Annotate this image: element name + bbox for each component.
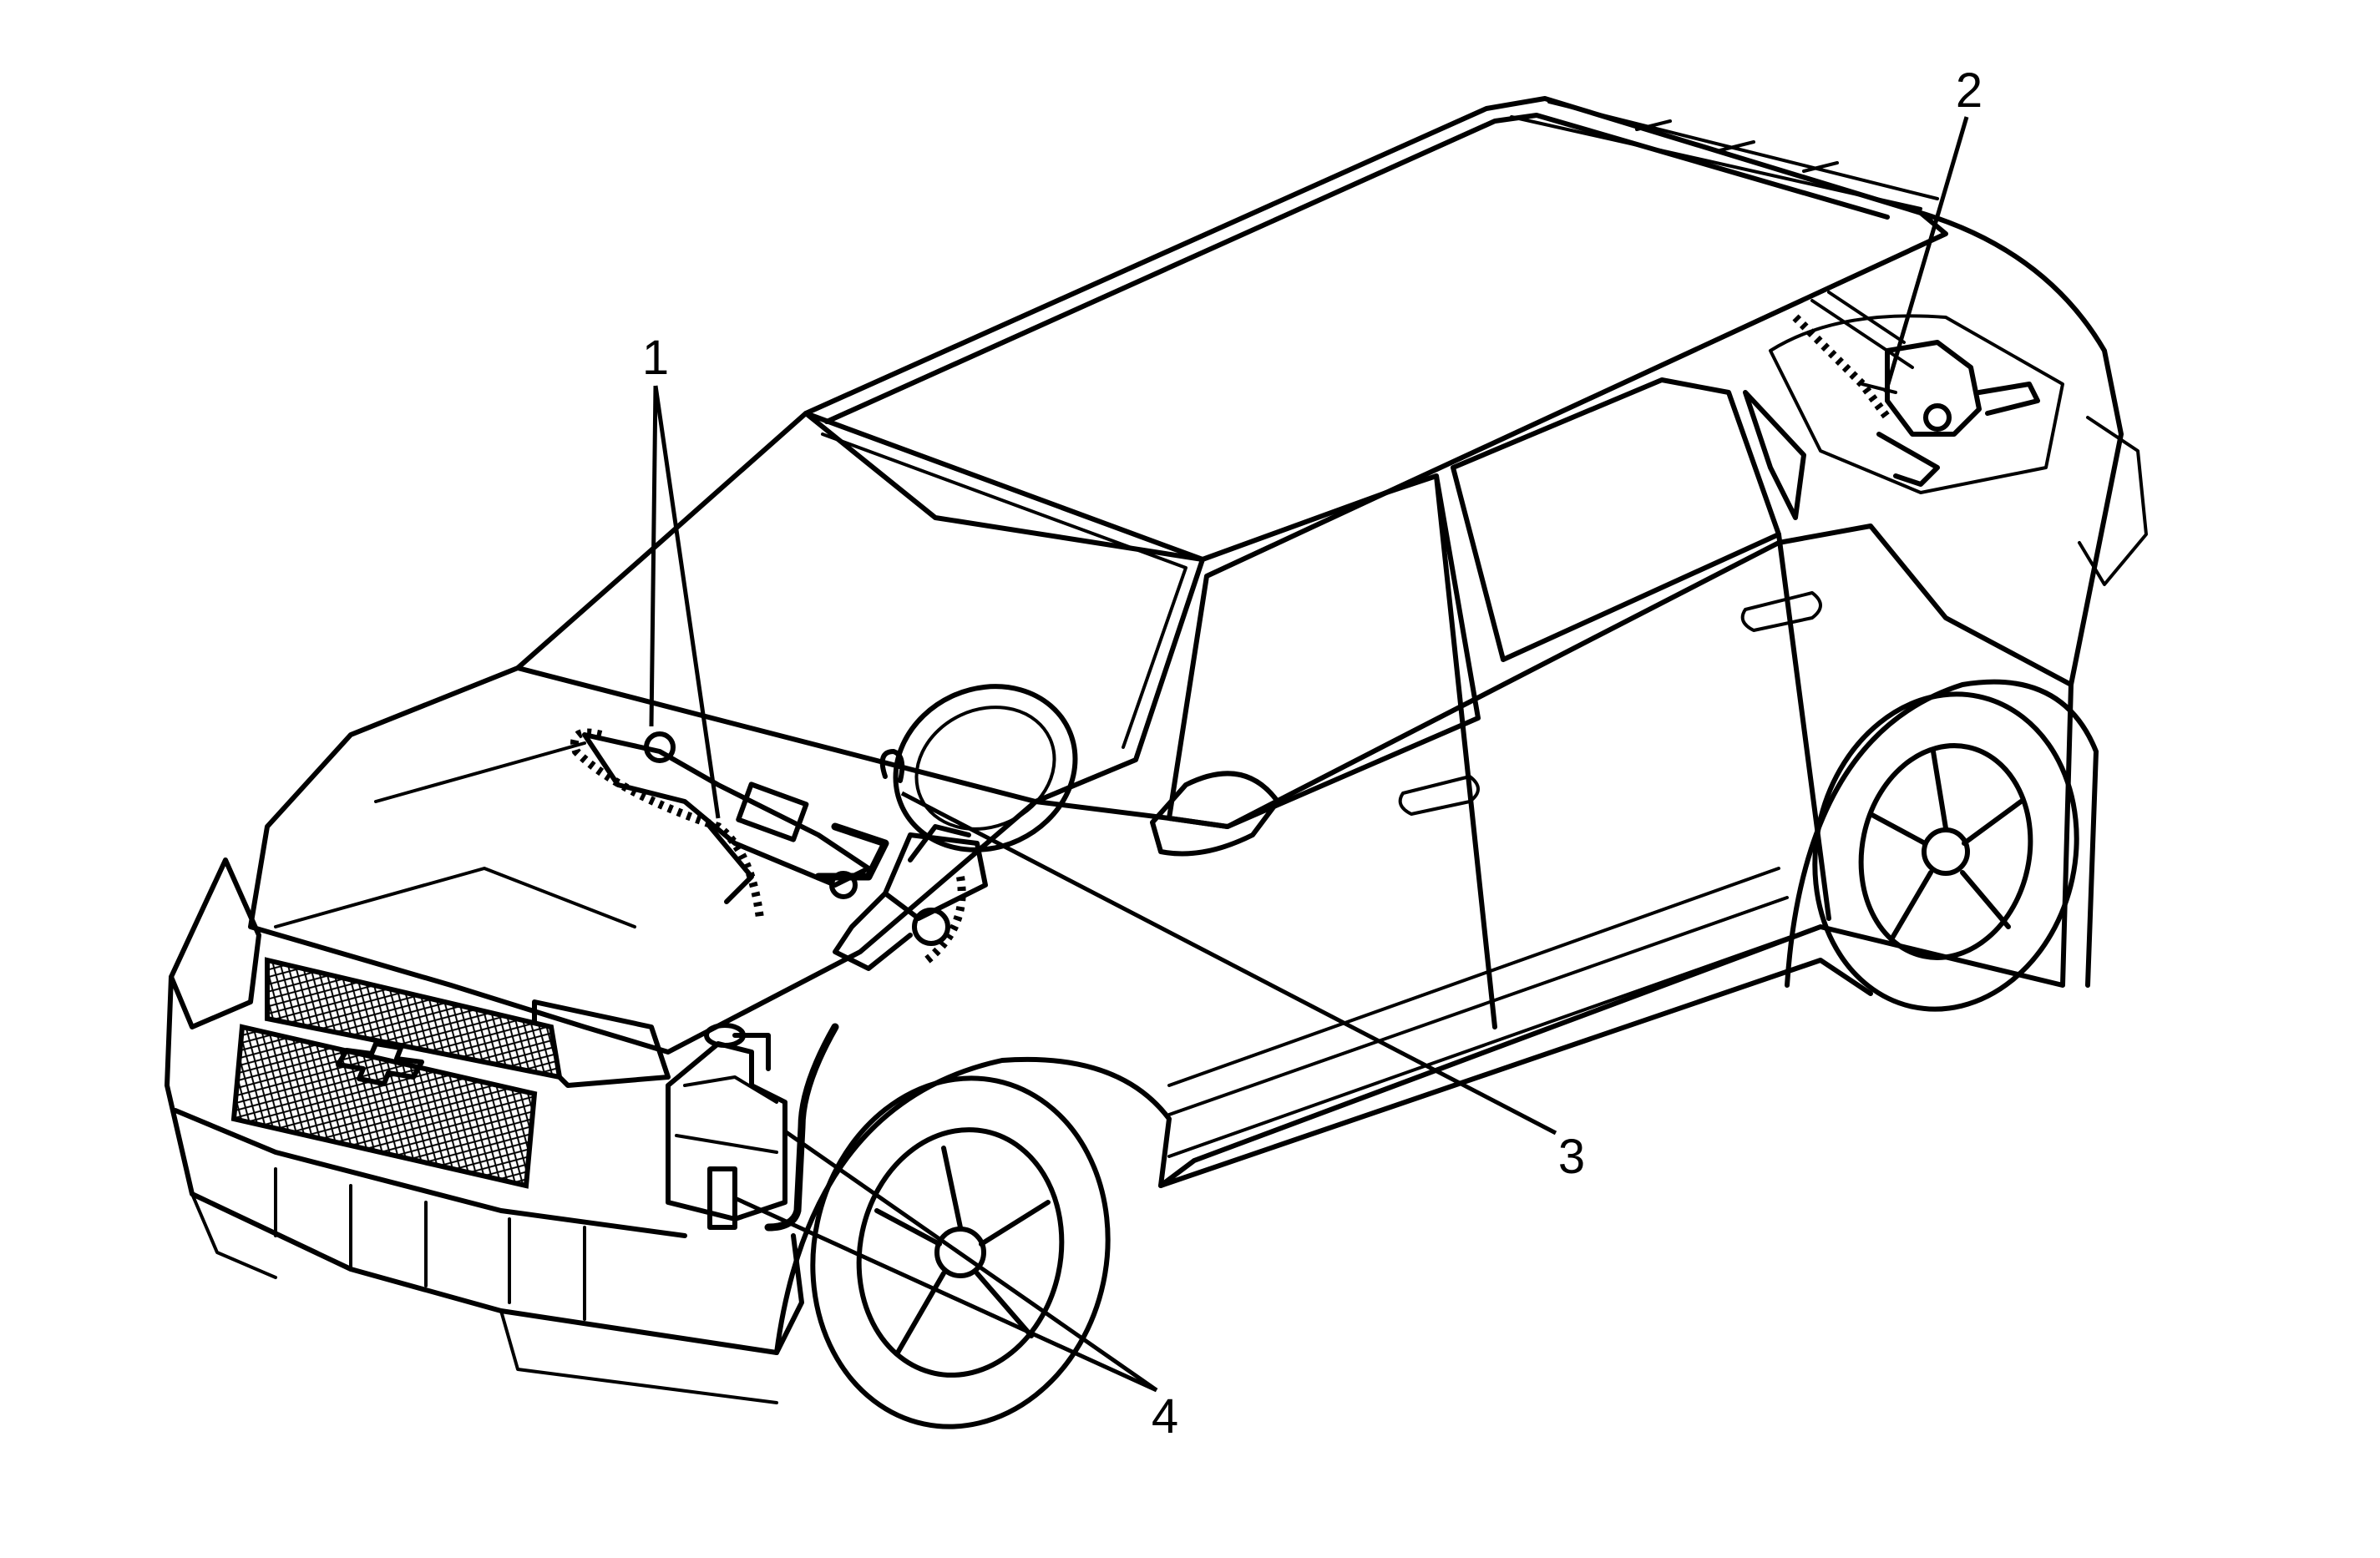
rear-wheel-arch	[1785, 679, 2099, 988]
steering-column	[833, 684, 1078, 971]
callout-4: 4	[1152, 1389, 1178, 1444]
washer-reservoir	[666, 1023, 839, 1232]
front-door-handle	[1398, 775, 1480, 816]
rear-door-window	[1451, 377, 1781, 662]
door-seam-1	[1434, 473, 1497, 1029]
callout-2: 2	[1956, 63, 1982, 118]
windshield-inner	[821, 432, 1187, 749]
leader-1b	[653, 385, 721, 819]
rear-door-handle	[1740, 591, 1822, 632]
tail-lamp	[2078, 416, 2148, 586]
front-fascia	[165, 857, 804, 1404]
wiper-module	[570, 728, 889, 919]
chevrolet-emblem	[336, 1041, 424, 1086]
front-bumper	[165, 974, 804, 1355]
rear-wiper-module	[1792, 291, 2040, 487]
rear-window-outline	[1769, 314, 2064, 494]
roof-outline	[803, 96, 1948, 562]
bumper-lower-line	[173, 1108, 687, 1238]
rear-hatch	[1918, 210, 2124, 687]
lower-grille	[230, 1024, 538, 1189]
leader-4a	[783, 1129, 1158, 1393]
rocker-panel	[1158, 958, 1873, 1188]
leader-2	[1883, 116, 1969, 393]
front-wheel	[774, 1056, 1172, 1429]
quarter-window	[1743, 390, 1806, 520]
bumper-vents	[274, 1167, 586, 1321]
upper-grille	[265, 957, 563, 1080]
leader-lines	[649, 116, 1969, 1393]
fog-area	[190, 1192, 778, 1404]
hood-crease	[274, 741, 636, 928]
hood-outline	[248, 665, 1038, 1055]
leader-3	[900, 791, 1557, 1136]
door-seam-2	[1776, 532, 1831, 921]
roof-rack	[1510, 100, 1939, 210]
rear-wheel	[1785, 679, 2099, 1012]
callout-1: 1	[642, 331, 669, 385]
headlamp-left	[169, 857, 261, 1029]
side-mirror	[1150, 771, 1280, 857]
roof-inner-line	[824, 113, 1890, 424]
side-body-outline	[1033, 524, 2074, 1188]
vehicle-body	[248, 96, 2148, 1188]
body-side-molding	[1167, 867, 1797, 1158]
leader-4b	[733, 1196, 1158, 1393]
callout-3: 3	[1558, 1130, 1585, 1184]
leader-1a	[649, 385, 658, 727]
